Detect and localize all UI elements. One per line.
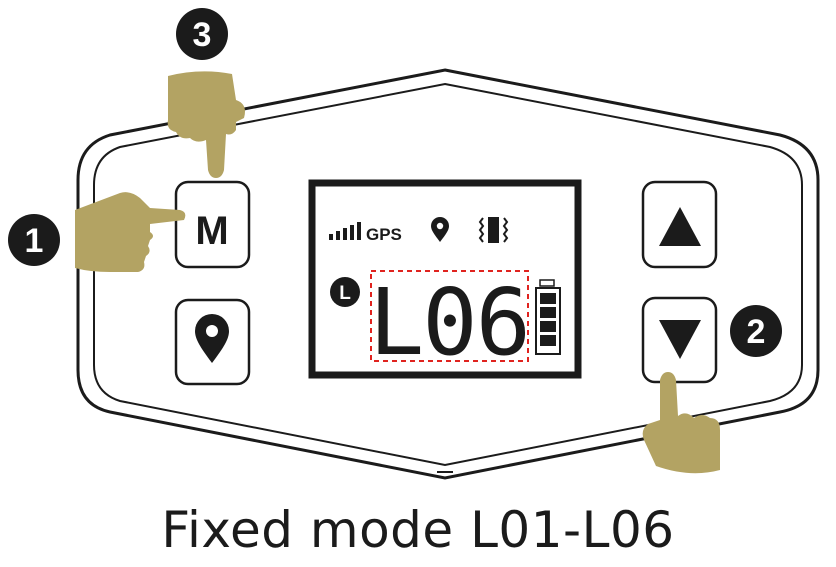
down-arrow-icon — [659, 320, 701, 359]
level-highlight-box — [370, 270, 529, 362]
mode-button[interactable] — [174, 180, 251, 269]
step-badge-2-label: 2 — [747, 313, 766, 351]
pointing-hand-icon — [75, 192, 186, 272]
level-value: L06 — [369, 269, 529, 376]
location-button-icon — [195, 314, 229, 363]
screen-location-icon — [431, 217, 449, 242]
device-inner-outline — [93, 82, 803, 467]
step-badge-1-label: 1 — [25, 222, 44, 260]
step-badge-2 — [730, 305, 782, 357]
lcd-screen — [308, 179, 582, 379]
step-badge-3 — [176, 8, 228, 60]
up-arrow-icon — [659, 207, 701, 246]
caption: Fixed mode L01-L06 — [161, 501, 675, 559]
step-badge-3-label: 3 — [193, 16, 212, 54]
signal-strength-icon — [329, 222, 361, 240]
mode-letter-badge — [330, 277, 360, 307]
vibration-icon — [478, 217, 509, 243]
pointing-down-hand-icon — [167, 71, 245, 178]
gps-label: GPS — [366, 225, 402, 244]
pointing-up-hand-icon — [642, 372, 720, 474]
battery-icon — [535, 279, 561, 355]
mode-letter: L — [339, 283, 351, 304]
step-badge-1 — [8, 214, 60, 266]
mode-button-label: M — [195, 209, 228, 253]
